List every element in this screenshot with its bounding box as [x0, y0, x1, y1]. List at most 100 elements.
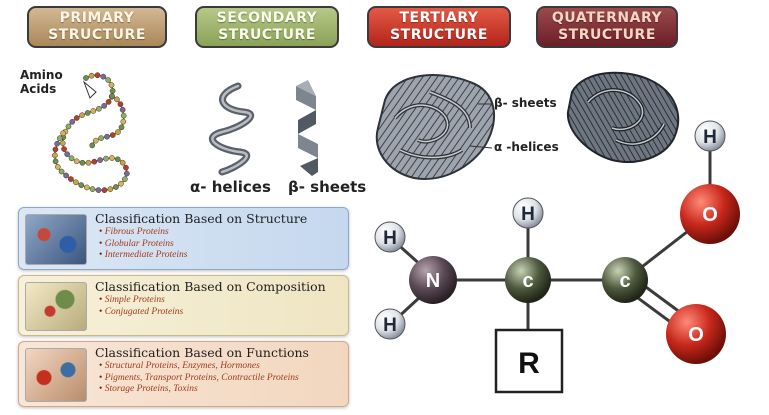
amino-acid-bead — [68, 155, 75, 162]
atom-label: c — [619, 270, 630, 292]
list-item: Storage Proteins, Toxins — [99, 384, 299, 396]
amino-acid-bead — [58, 168, 65, 175]
amino-label-line2: Acids — [20, 82, 57, 96]
atom-label: N — [426, 270, 440, 292]
carbon-atom: c — [602, 257, 648, 303]
amino-acid-bead — [108, 82, 115, 88]
amino-acid-bead — [59, 140, 66, 147]
amino-acid-bead — [101, 187, 108, 193]
amino-acid-bead — [92, 137, 99, 144]
r-group-label: R — [518, 347, 540, 380]
amino-acid-bead — [63, 172, 69, 179]
amino-acid-chain — [52, 72, 130, 193]
amino-acid-bead — [96, 105, 102, 112]
nitrogen-atom: N — [409, 256, 457, 304]
quaternary-structure-header: QUATERNARY STRUCTURE — [536, 6, 678, 48]
classification-list: Fibrous Proteins Globular Proteins Inter… — [99, 227, 188, 262]
amino-acid-bead — [69, 118, 76, 125]
amino-acid-bead — [119, 159, 126, 166]
amino-acid-bead — [120, 118, 127, 125]
amino-acid-bead — [100, 73, 107, 80]
amino-acid-bead — [85, 159, 92, 166]
amino-acids-label: Amino Acids — [20, 68, 63, 96]
atom-label: c — [522, 270, 533, 292]
amino-acid-bead — [94, 72, 101, 79]
atom-label: H — [383, 228, 397, 249]
amino-acid-bead — [52, 146, 59, 153]
list-item: Globular Proteins — [99, 239, 187, 251]
amino-acid-bead — [114, 96, 120, 103]
amino-acid-bead — [90, 108, 97, 114]
r-group-box: R — [494, 328, 564, 394]
amino-acid-bead — [122, 176, 128, 183]
amino-acid-bead — [65, 123, 72, 130]
amino-acid-bead — [109, 155, 115, 161]
amino-acid-bead — [109, 132, 116, 138]
amino-acid-bead — [107, 186, 114, 192]
atom-label: H — [383, 315, 397, 336]
amino-acid-bead — [113, 184, 119, 190]
amino-acid-bead — [68, 176, 74, 182]
amino-acid-bead — [101, 103, 107, 109]
amino-acid-bead — [64, 151, 71, 158]
amino-acid-bead — [54, 164, 61, 170]
amino-acid-bead — [117, 101, 124, 108]
amino-acid-bead — [88, 72, 95, 79]
tertiary-header-line1: TERTIARY — [399, 10, 479, 26]
oxygen-atom: O — [680, 184, 740, 244]
list-item: Conjugated Proteins — [99, 307, 184, 319]
amino-acid-bead — [84, 110, 91, 116]
amino-acid-bead — [56, 135, 63, 142]
tertiary-alpha-helices-label: α -helices — [494, 140, 559, 154]
oxygen-atom: O — [666, 304, 726, 364]
secondary-structure-header: SECONDARY STRUCTURE — [195, 6, 339, 48]
amino-acid-bead — [105, 99, 112, 105]
list-item: Structural Proteins, Enzymes, Hormones — [99, 361, 299, 373]
classification-structure-panel: Classification Based on Structure Fibrou… — [18, 207, 349, 270]
amino-acid-bead — [73, 158, 80, 165]
secondary-header-line2: STRUCTURE — [218, 27, 316, 43]
amino-acid-bead — [89, 142, 96, 149]
quaternary-header-line1: QUATERNARY — [551, 10, 663, 26]
amino-acid-bead — [123, 170, 130, 177]
amino-acid-bead — [98, 135, 105, 141]
list-item: Fibrous Proteins — [99, 227, 187, 239]
amino-acid-bead — [61, 146, 67, 152]
amino-acid-bead — [115, 129, 121, 135]
tertiary-header-line2: STRUCTURE — [390, 27, 488, 43]
classification-list: Simple Proteins Conjugated Proteins — [99, 295, 184, 319]
atom-label: O — [702, 204, 718, 226]
alpha-helix-illustration — [208, 82, 255, 176]
amino-acid-bead — [73, 179, 79, 186]
amino-acid-bead — [97, 157, 103, 163]
amino-acid-bead — [103, 155, 109, 162]
hydrogen-atom: H — [374, 308, 406, 340]
amino-acid-bead — [114, 156, 121, 163]
primary-structure-header: PRIMARY STRUCTURE — [27, 6, 167, 48]
amino-acid-bead — [118, 124, 125, 131]
classification-title: Classification Based on Composition — [95, 279, 326, 294]
tertiary-beta-sheets-label: β- sheets — [494, 96, 557, 110]
list-item: Pigments, Transport Proteins, Contractil… — [99, 373, 299, 385]
amino-acid-bead — [105, 77, 112, 83]
list-item: Simple Proteins — [99, 295, 183, 307]
tertiary-structure-illustration — [375, 74, 495, 180]
list-item: Intermediate Proteins — [99, 250, 188, 262]
tertiary-structure-header: TERTIARY STRUCTURE — [367, 6, 511, 48]
beta-sheet-illustration — [296, 80, 318, 176]
carbon-atom: c — [505, 257, 551, 303]
amino-acid-bead — [95, 187, 102, 193]
amino-label-line1: Amino — [20, 68, 63, 82]
amino-acid-bead — [60, 130, 66, 137]
hydrogen-atom: H — [374, 221, 406, 253]
protein-thumbnail-composition — [25, 282, 87, 331]
atom-label: H — [703, 127, 717, 148]
primary-header-line2: STRUCTURE — [48, 27, 146, 43]
amino-acid-bead — [123, 164, 129, 171]
amino-acid-bead — [109, 93, 115, 99]
classification-title: Classification Based on Structure — [95, 211, 308, 226]
amino-acid-bead — [79, 112, 85, 119]
amino-acid-bead — [120, 112, 127, 119]
